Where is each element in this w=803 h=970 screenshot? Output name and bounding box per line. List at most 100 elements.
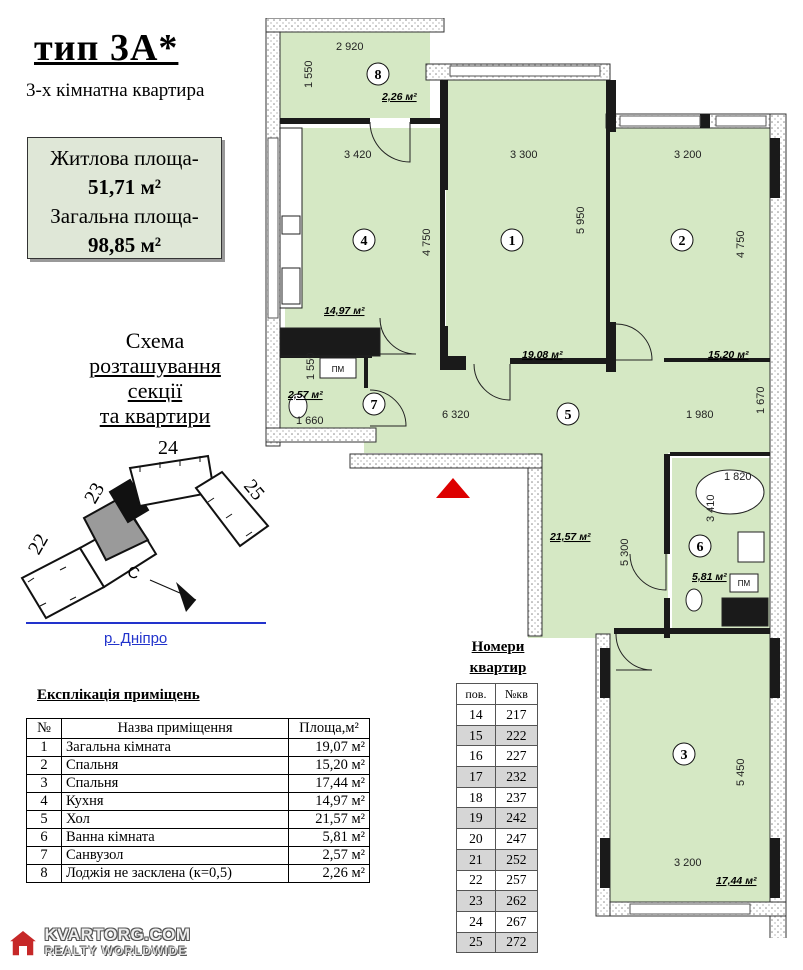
inner-wall	[410, 118, 444, 124]
scheme-title-line: Схема	[125, 328, 185, 353]
outer-wall	[769, 113, 787, 938]
dimension-label: 3 420	[344, 149, 372, 161]
scheme-title-line: секції	[127, 378, 183, 403]
header-cell: №	[26, 718, 62, 739]
inner-wall	[670, 452, 770, 456]
room-name: Спальня	[61, 756, 289, 775]
inner-wall	[664, 454, 670, 554]
room-number-3: 3	[681, 748, 688, 763]
room-marker	[672, 742, 696, 766]
floor-cell: 21	[456, 848, 496, 871]
floor-cell: 25	[456, 931, 496, 954]
room-name: Кухня	[61, 792, 289, 811]
door	[369, 389, 407, 427]
dimension-label: 1 980	[686, 409, 714, 421]
door	[369, 121, 411, 163]
inner-wall	[664, 358, 770, 362]
room-marker	[500, 228, 524, 252]
shaft-box	[729, 573, 759, 593]
room-area-label: 2,26 м²	[381, 91, 417, 103]
inner-wall	[606, 80, 616, 132]
entrance-arrow	[436, 478, 470, 498]
section-24	[128, 454, 216, 508]
watermark: KVARTORG.COM REALTY WORLDWIDE	[5, 925, 191, 960]
window	[619, 115, 701, 127]
dimension-label: 5 450	[735, 758, 747, 786]
explication-title: Експлікація приміщень	[37, 687, 200, 703]
dimension-label: 4 750	[735, 230, 747, 258]
room-number: 3	[26, 774, 62, 793]
room-marker	[362, 392, 386, 416]
radiator	[279, 327, 381, 357]
inner-wall	[440, 326, 448, 356]
floor-plan: 4 1 2 3 5 6 7 8 14,97 м² 19,08 м² 15,20 …	[265, 18, 787, 938]
room-number-7: 7	[371, 398, 378, 413]
column	[770, 138, 780, 198]
room1-floor	[446, 80, 606, 360]
room-number-2: 2	[679, 234, 686, 249]
dimension-label: 3 300	[510, 149, 538, 161]
apartment-cell: 222	[494, 724, 539, 747]
area-summary: Житлова площа- 51,71 м² Загальна площа- …	[27, 137, 222, 259]
room-number-8: 8	[375, 68, 382, 83]
room-number-1: 1	[509, 234, 516, 249]
room-number: 4	[26, 792, 62, 811]
header-cell: №кв	[494, 683, 539, 705]
loggia-floor	[280, 32, 430, 118]
inner-wall	[440, 356, 466, 370]
apartment-cell: 262	[494, 890, 539, 912]
floor-cell: 20	[456, 828, 496, 850]
bathtub-icon	[695, 469, 765, 515]
room-number: 1	[26, 738, 62, 757]
room-marker	[670, 228, 694, 252]
living-area-label: Житлова площа-	[50, 146, 199, 170]
room-area-label: 14,97 м²	[324, 305, 365, 317]
inner-wall	[606, 132, 610, 322]
total-area-label: Загальна площа-	[50, 204, 199, 228]
scheme-title-line: та квартири	[99, 403, 211, 428]
dimension-label: 5 300	[619, 538, 631, 566]
door	[379, 317, 417, 355]
room-name: Санвузол	[61, 846, 289, 865]
apartment-cell: 242	[494, 807, 539, 830]
room-area-label: 21,57 м²	[549, 531, 591, 543]
door	[473, 363, 511, 401]
total-area-value: 98,85 м²	[87, 233, 162, 257]
door	[615, 323, 653, 361]
apartment-numbers-title-line: Номери	[471, 639, 525, 655]
room3-floor	[610, 634, 770, 904]
outer-wall	[265, 18, 445, 33]
room-area: 21,57 м²	[288, 810, 370, 829]
watermark-logo-icon	[5, 928, 41, 958]
scheme-title: Схема розташування секції та квартири	[60, 328, 250, 428]
window	[715, 115, 767, 127]
room-area-label: 17,44 м²	[716, 875, 757, 887]
dimension-label: 3 200	[674, 149, 702, 161]
column	[600, 838, 610, 888]
window	[449, 65, 601, 77]
outer-wall	[527, 453, 543, 637]
watermark-line1: KVARTORG.COM	[44, 925, 191, 944]
header-cell: пов.	[456, 683, 496, 705]
dimension-label: 1 820	[724, 471, 752, 483]
dimension-label: 2 920	[336, 41, 364, 53]
room-name: Загальна кімната	[61, 738, 289, 757]
inner-wall	[280, 118, 370, 124]
room-number: 8	[26, 864, 62, 883]
inner-wall	[614, 628, 770, 634]
basin-icon	[737, 531, 765, 563]
door	[615, 633, 653, 671]
room-area-label: 5,81 м²	[692, 571, 727, 583]
shaft-label: ПМ	[332, 365, 345, 374]
section-label-24: 24	[158, 437, 178, 459]
hall-floor-lower	[528, 448, 668, 638]
